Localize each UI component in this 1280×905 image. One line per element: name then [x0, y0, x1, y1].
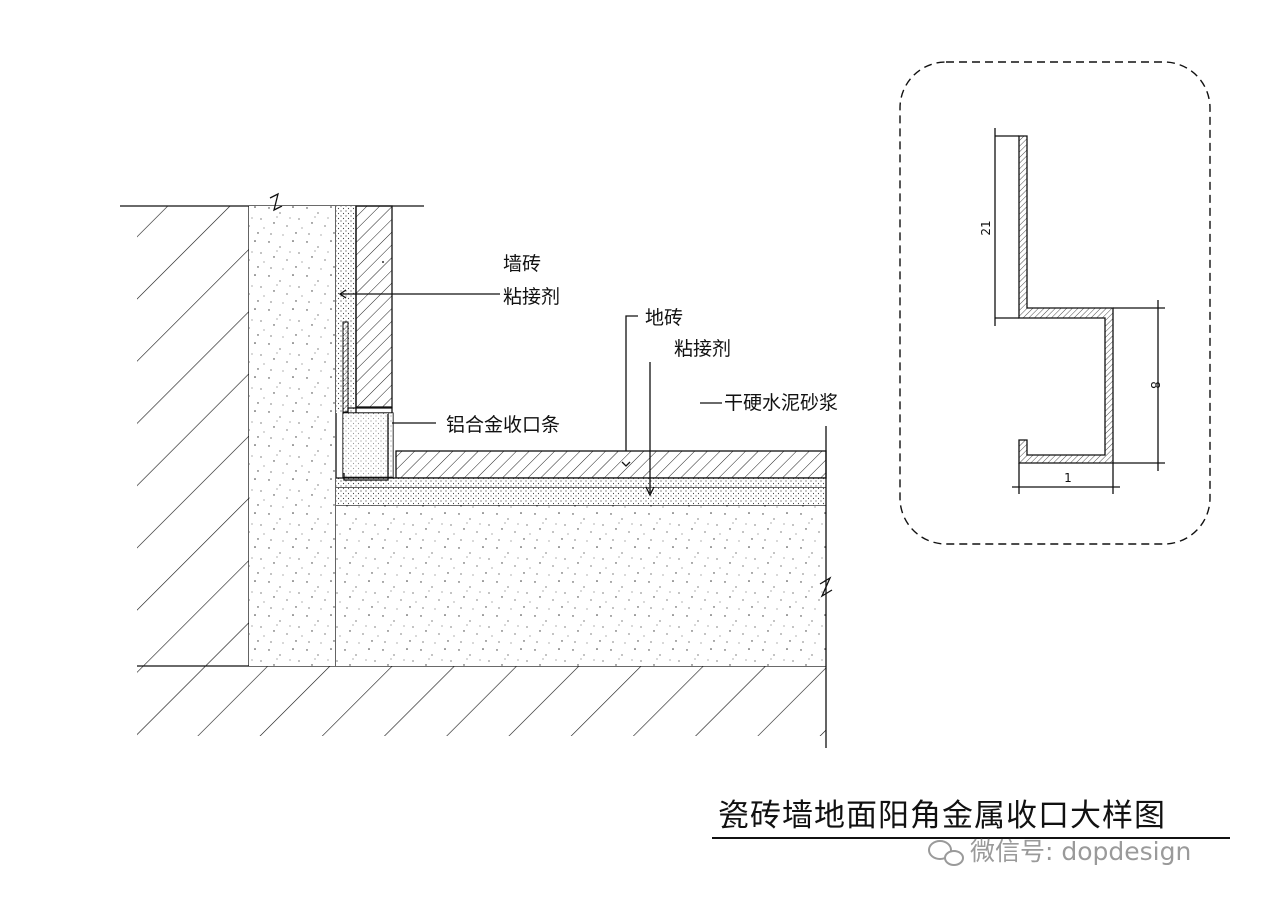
floor-adhesive	[336, 478, 826, 487]
dim-upper-value: 21	[979, 220, 993, 235]
dim-upper	[994, 128, 1019, 326]
wall-render-layer	[249, 206, 336, 666]
label-wall-tile: 墙砖	[503, 253, 541, 275]
dim-lower	[1113, 300, 1165, 471]
label-trim-strip: 铝合金收口条	[446, 414, 560, 436]
floor-tile	[395, 450, 827, 479]
dim-lower-value: 8	[1148, 381, 1162, 389]
wall-tile	[355, 205, 393, 408]
detail-frame	[899, 61, 1211, 545]
structural-wall	[137, 206, 249, 666]
drawing-title: 瓷砖墙地面阳角金属收口大样图	[718, 798, 1166, 834]
floor-screed	[336, 505, 826, 666]
trim-profile	[1018, 135, 1114, 464]
wechat-icon	[928, 840, 964, 866]
label-mortar: 干硬水泥砂浆	[724, 392, 838, 414]
leader-floor-adhesive	[645, 362, 655, 497]
label-wall-adhesive: 粘接剂	[503, 286, 560, 308]
wall-adhesive	[336, 206, 356, 413]
mortar-bed	[336, 487, 826, 505]
watermark: 微信号: dopdesign	[970, 837, 1191, 866]
leader-floor-tile	[621, 315, 638, 467]
label-floor-adhesive: 粘接剂	[674, 338, 731, 360]
break-mark-right	[819, 576, 833, 598]
dim-bottom-value: 1	[1064, 471, 1072, 485]
trim-strip-section	[342, 321, 394, 481]
break-mark-top	[269, 192, 283, 212]
dim-bottom	[1012, 463, 1120, 494]
leader-wall-adhesive	[338, 289, 500, 299]
label-floor-tile: 地砖	[645, 307, 683, 329]
floor-slab	[137, 666, 826, 736]
